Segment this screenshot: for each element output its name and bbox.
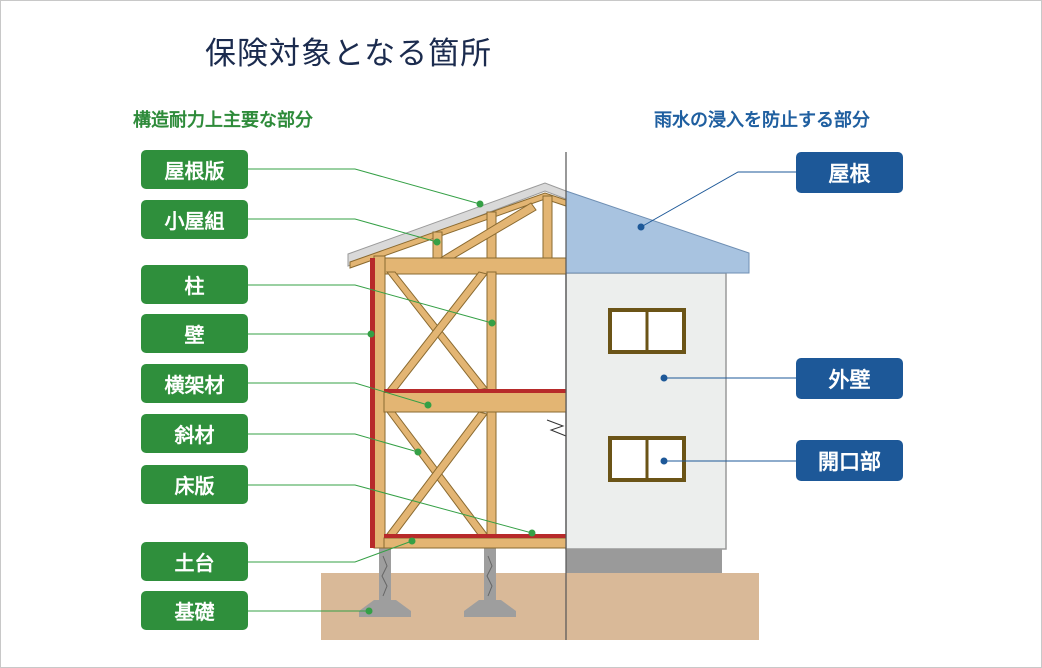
green-dots [365,200,536,615]
label-roof: 屋根 [796,152,903,193]
page-title: 保険対象となる箇所 [205,36,493,72]
label-exterior-wall: 外壁 [796,358,903,399]
red-panels [370,258,566,548]
label-brace: 斜材 [141,414,248,453]
label-beam: 横架材 [141,364,248,403]
window-lower [608,436,686,482]
label-foundation: 基礎 [141,591,248,630]
label-floor-deck: 床版 [141,465,248,504]
roof-exterior [565,190,750,274]
section-rain-heading: 雨水の浸入を防止する部分 [654,110,870,131]
blue-leaders [640,171,796,462]
beam-break [546,419,567,437]
label-wall: 壁 [141,314,248,353]
label-sill: 土台 [141,542,248,581]
exterior-base [566,548,722,573]
window-upper [608,308,686,354]
label-roof-deck: 屋根版 [141,150,248,189]
footing-right [464,548,516,617]
wood-frame [347,182,567,549]
label-opening: 開口部 [796,440,903,481]
section-structural-heading: 構造耐力上主要な部分 [133,110,313,131]
label-column: 柱 [141,265,248,304]
green-leaders [248,168,533,612]
blue-dots [637,223,668,465]
label-roof-frame: 小屋組 [141,200,248,239]
